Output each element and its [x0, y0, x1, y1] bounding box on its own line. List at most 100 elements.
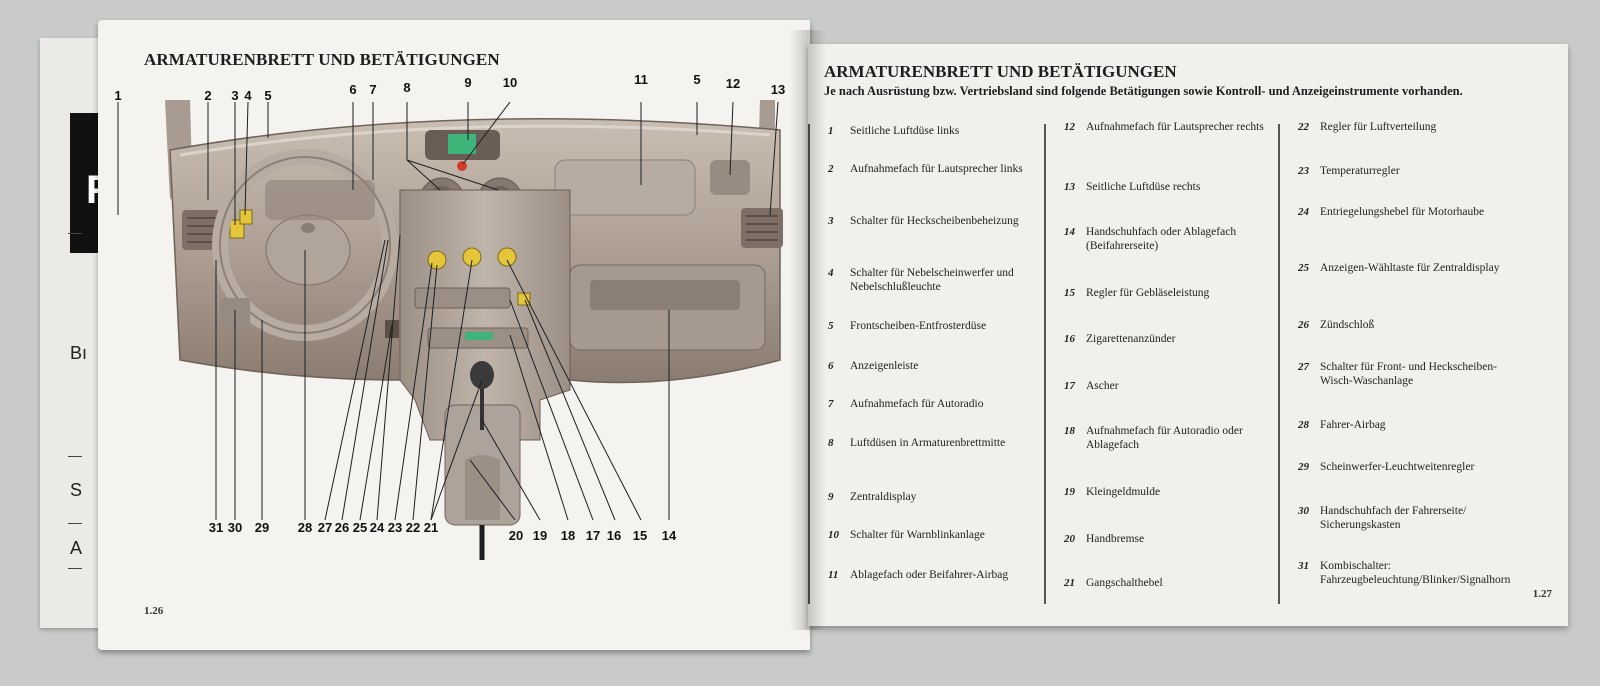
- callout-number: 19: [532, 528, 548, 543]
- legend-text: Regler für Gebläseleistung: [1086, 287, 1210, 299]
- legend-number: 17: [1064, 380, 1075, 392]
- callout-number: 18: [560, 528, 576, 543]
- legend-text: Regler für Luftverteilung: [1320, 121, 1437, 133]
- callout-number: 13: [770, 82, 786, 97]
- back-text-3: A: [70, 538, 83, 558]
- legend-number: 11: [828, 569, 839, 581]
- legend-number: 12: [1064, 121, 1075, 133]
- legend-text: Entriegelungshebel für Motorhaube: [1320, 206, 1485, 218]
- dashboard-illustration: [117, 100, 783, 560]
- callout-number: 17: [585, 528, 601, 543]
- legend-text: Fahrer-Airbag: [1320, 419, 1386, 431]
- callout-number: 24: [369, 520, 385, 535]
- callout-number: 1: [114, 88, 122, 103]
- legend-item: 17 Ascher: [1064, 379, 1279, 393]
- legend-number: 25: [1298, 262, 1309, 274]
- right-page: ARMATURENBRETT UND BETÄTIGUNGEN Je nach …: [808, 44, 1568, 626]
- legend-number: 19: [1064, 486, 1075, 498]
- callout-number: 14: [661, 528, 677, 543]
- legend-text: Luftdüsen in Armaturenbrettmitte: [850, 437, 1006, 449]
- right-page-number: 1.27: [1532, 588, 1552, 600]
- callout-number: 21: [423, 520, 439, 535]
- legend-text: Schalter für Warnblinkanlage: [850, 529, 985, 541]
- legend-number: 14: [1064, 226, 1075, 238]
- legend-item: 7 Aufnahmefach für Autoradio: [828, 397, 1043, 411]
- legend-number: 1: [828, 125, 834, 137]
- legend-text: Handschuhfach oder Ablagefach (Beifahrer…: [1086, 226, 1237, 252]
- legend-text: Aufnahmefach für Lautsprecher rechts: [1086, 121, 1264, 133]
- legend-column-2: 12 Aufnahmefach für Lautsprecher rechts 1…: [1044, 121, 1284, 624]
- legend-text: Anzeigenleiste: [850, 360, 919, 372]
- legend-number: 27: [1298, 361, 1309, 373]
- legend-text: Seitliche Luftdüse rechts: [1086, 181, 1201, 193]
- legend-number: 28: [1298, 419, 1309, 431]
- legend-number: 20: [1064, 533, 1075, 545]
- callout-number: 7: [369, 82, 377, 97]
- legend-number: 5: [828, 320, 834, 332]
- legend-text: Schalter für Front- und Heckscheiben-Wis…: [1320, 361, 1497, 387]
- legend-item: 20 Handbremse: [1064, 532, 1279, 546]
- callout-number: 11: [634, 72, 648, 87]
- legend-item: 14 Handschuhfach oder Ablagefach (Beifahr…: [1064, 225, 1279, 253]
- legend-number: 29: [1298, 461, 1309, 473]
- legend-text: Anzeigen-Wähltaste für Zentraldisplay: [1320, 262, 1500, 274]
- legend-number: 30: [1298, 505, 1309, 517]
- right-page-intro: Je nach Ausrüstung bzw. Vertriebsland si…: [824, 84, 1463, 98]
- legend-item: 28 Fahrer-Airbag: [1298, 418, 1513, 432]
- column-divider: [1044, 124, 1046, 604]
- legend-item: 25 Anzeigen-Wähltaste für Zentraldisplay: [1298, 261, 1513, 275]
- divider: [68, 456, 82, 457]
- legend-item: 15 Regler für Gebläseleistung: [1064, 286, 1279, 300]
- left-page-heading: ARMATURENBRETT UND BETÄTIGUNGEN: [144, 50, 500, 69]
- callout-number: 27: [317, 520, 333, 535]
- legend-text: Aufnahmefach für Autoradio: [850, 398, 984, 410]
- callout-number: 2: [204, 88, 212, 103]
- legend-number: 15: [1064, 287, 1075, 299]
- legend-number: 23: [1298, 165, 1309, 177]
- legend-text: Schalter für Heckscheibenbeheizung: [850, 215, 1019, 227]
- legend-number: 18: [1064, 425, 1075, 437]
- legend-number: 16: [1064, 333, 1075, 345]
- legend-text: Zigarettenanzünder: [1086, 333, 1176, 345]
- divider: [68, 233, 82, 234]
- callout-number: 20: [508, 528, 524, 543]
- callout-number: 23: [387, 520, 403, 535]
- callout-number: 16: [606, 528, 622, 543]
- callout-number: 12: [725, 76, 741, 91]
- legend-text: Gangschalthebel: [1086, 577, 1163, 589]
- back-text-2: S: [70, 480, 83, 500]
- callout-number: 6: [349, 82, 357, 97]
- back-text-1: Bı: [70, 343, 88, 363]
- legend-text: Ascher: [1086, 380, 1119, 392]
- left-page-number: 1.26: [144, 605, 164, 617]
- legend-text: Kombischalter: Fahrzeugbeleuchtung/Blink…: [1320, 560, 1511, 586]
- legend-number: 7: [828, 398, 834, 410]
- legend-text: Handbremse: [1086, 533, 1145, 545]
- legend-text: Schalter für Nebelscheinwerfer und Nebel…: [850, 267, 1014, 293]
- legend-number: 2: [828, 163, 834, 175]
- legend-item: 16 Zigarettenanzünder: [1064, 332, 1279, 346]
- callout-number: 5: [264, 88, 272, 103]
- callout-number: 5: [693, 72, 701, 87]
- legend-text: Zentraldisplay: [850, 491, 917, 503]
- legend-text: Kleingeldmulde: [1086, 486, 1161, 498]
